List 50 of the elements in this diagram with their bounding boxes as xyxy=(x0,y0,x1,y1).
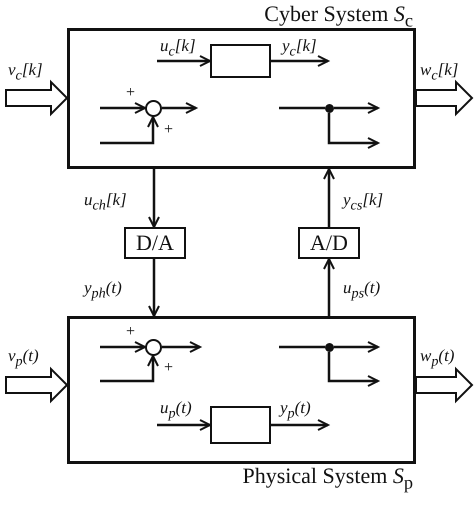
arrow xyxy=(100,102,146,114)
edge-label: + xyxy=(164,358,174,378)
block-arrow xyxy=(5,366,68,404)
converter-box: A/D xyxy=(298,227,360,259)
edge-label: + xyxy=(126,83,136,103)
summing-junction xyxy=(145,100,162,117)
converter-box: D/A xyxy=(124,227,186,259)
system-title: Physical System S$_{p}$ xyxy=(242,464,413,494)
arrow xyxy=(157,55,211,67)
edge-label: w$_{p}$(t) xyxy=(420,346,454,372)
edge-label: y$_{ph}$(t) xyxy=(84,278,122,304)
edge-label: u$_{ch}$[k] xyxy=(84,190,127,216)
arrow xyxy=(100,341,146,353)
summing-junction xyxy=(145,339,162,356)
edge-label: + xyxy=(164,120,174,140)
arrow xyxy=(271,55,329,67)
edge-label: v$_{p}$(t) xyxy=(8,346,39,372)
arrow xyxy=(148,169,160,228)
branch-point xyxy=(325,343,334,352)
block-box xyxy=(210,44,271,78)
block-arrow xyxy=(415,366,474,404)
branch-point xyxy=(325,104,334,113)
arrow xyxy=(334,102,379,114)
block-arrow xyxy=(415,80,474,116)
arrow xyxy=(157,419,211,431)
arrow xyxy=(148,259,160,317)
edge-label: u$_{p}$(t) xyxy=(160,398,192,424)
block-arrow xyxy=(5,80,68,116)
edge-label: y$_{cs}$[k] xyxy=(343,190,384,216)
arrow xyxy=(100,116,159,144)
arrow xyxy=(100,355,159,382)
arrow xyxy=(271,419,329,431)
arrow xyxy=(328,352,379,387)
edge-label: v$_{c}$[k] xyxy=(8,60,43,86)
arrow xyxy=(323,258,335,316)
edge-label: w$_{c}$[k] xyxy=(420,60,458,86)
edge-label: y$_{c}$[k] xyxy=(282,36,317,62)
arrow xyxy=(162,341,201,353)
arrow xyxy=(328,113,379,149)
edge-label: u$_{ps}$(t) xyxy=(343,278,380,304)
line xyxy=(279,346,325,348)
edge-label: y$_{p}$(t) xyxy=(280,398,311,424)
edge-label: + xyxy=(126,322,136,342)
line xyxy=(279,106,325,110)
arrow xyxy=(323,168,335,227)
arrow xyxy=(162,102,197,114)
block-box xyxy=(210,406,271,444)
arrow xyxy=(334,341,379,353)
edge-label: u$_{c}$[k] xyxy=(160,36,196,62)
system-title: Cyber System S$_{c}$ xyxy=(264,2,413,32)
